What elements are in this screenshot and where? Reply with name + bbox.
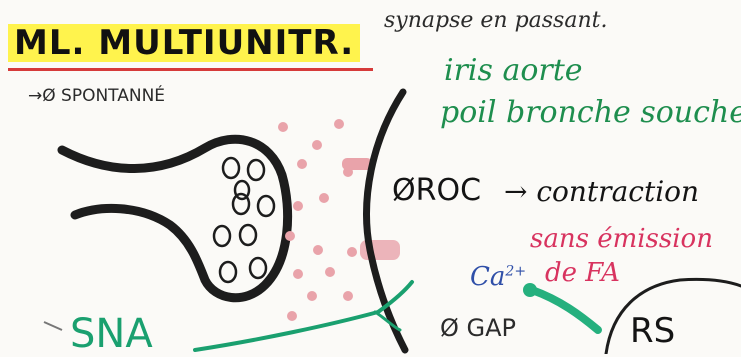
page-title: ML. MULTIUNITR. [8,24,361,62]
postsynaptic-membrane [363,88,409,354]
axon-terminal [57,134,293,303]
examples-line-1: iris aorte [444,53,583,88]
synaptic-vesicles [212,156,276,284]
no-ap-line-2: de FA [545,258,620,288]
calcium-charge: 2+ [505,263,527,280]
gap-junction-node [523,283,537,297]
calcium-symbol: Ca [470,262,506,292]
rs-cell [604,278,741,354]
subtitle: synapse en passant. [384,8,608,33]
roc-label: ØROC [392,173,482,208]
no-ap-line-1: sans émission [530,224,713,254]
rs-label: RS [630,311,676,351]
calcium-label: Ca2+ [470,264,526,290]
roc-result: → contraction [504,175,700,208]
sna-nerve-branch [373,310,402,332]
gap-label: Ø GAP [440,314,517,342]
examples-line-2: poil bronche souche [440,95,741,130]
gap-junction-link [528,286,602,334]
spontaneous-label: →Ø SPONTANNÉ [28,86,166,106]
sna-label: SNA [70,311,153,357]
sna-nerve-fiber [193,280,414,352]
title-underline [8,68,373,71]
margin-mark [43,321,63,331]
